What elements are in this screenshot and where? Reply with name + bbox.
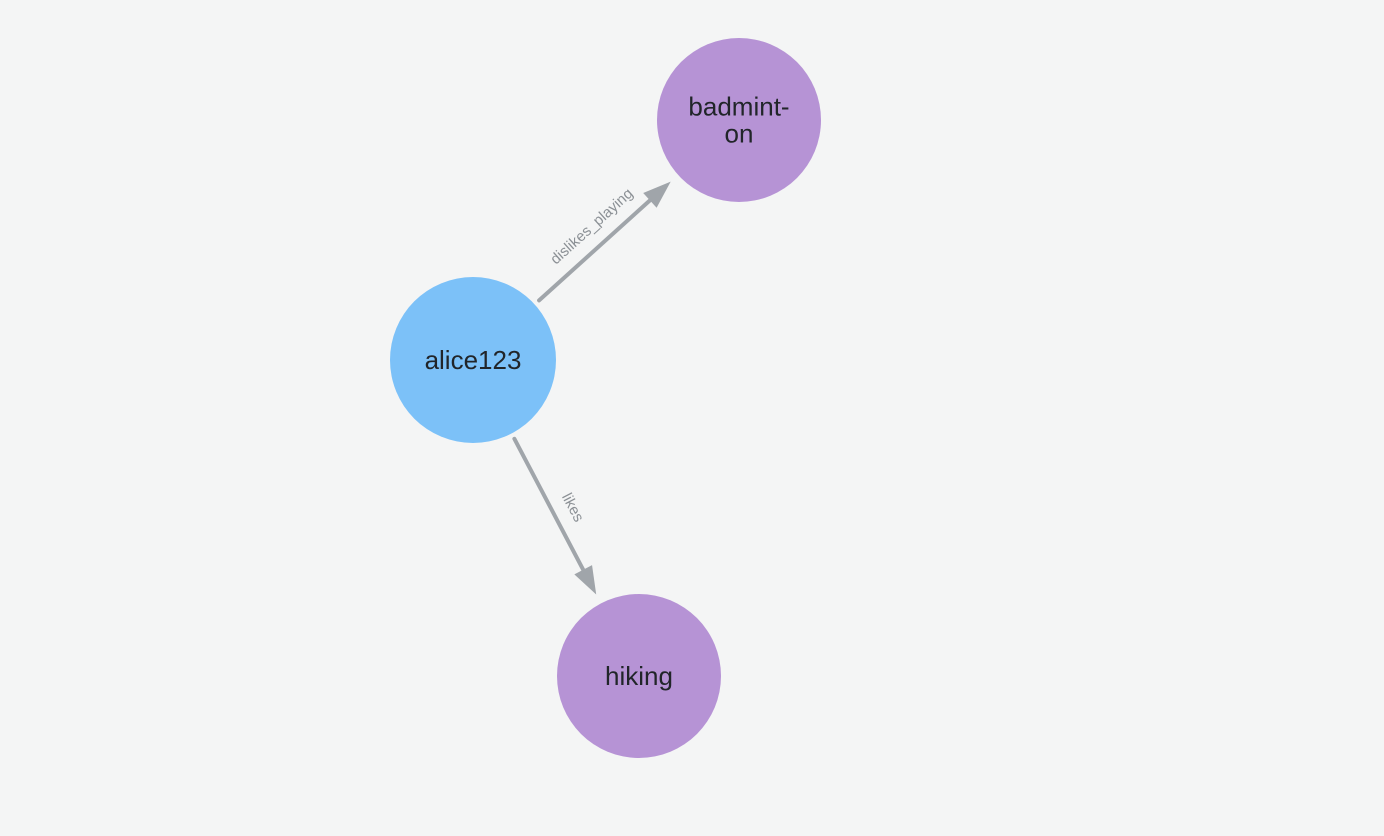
- edge-label: likes: [558, 490, 587, 524]
- graph-node-hiking[interactable]: hiking: [557, 594, 721, 758]
- graph-edge-dislikes_playing[interactable]: dislikes_playing: [537, 181, 671, 303]
- graph-node-alice123[interactable]: alice123: [390, 277, 556, 443]
- node-circle: [557, 594, 721, 758]
- edge-line: [512, 436, 588, 578]
- edge-arrowhead-icon: [643, 181, 671, 208]
- graph-node-badminton[interactable]: badmint-on: [657, 38, 821, 202]
- node-circle: [390, 277, 556, 443]
- node-circle: [657, 38, 821, 202]
- edge-arrowhead-icon: [574, 565, 597, 595]
- graph-edge-likes[interactable]: likes: [512, 436, 597, 595]
- edge-line: [537, 194, 657, 303]
